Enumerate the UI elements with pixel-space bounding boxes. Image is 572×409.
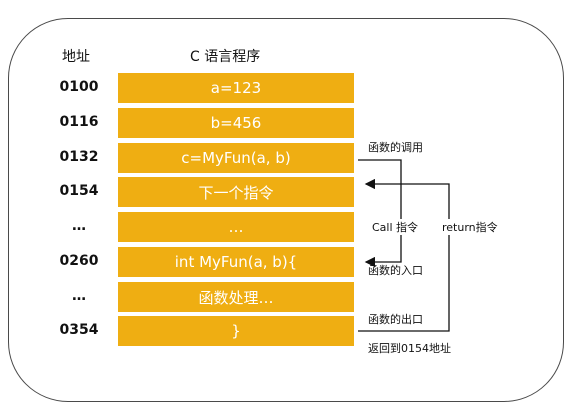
- code-cell: int MyFun(a, b){: [118, 247, 354, 277]
- call-site-note: 函数的调用: [368, 141, 423, 154]
- call-arrow: [358, 159, 402, 268]
- diagram-frame: [8, 18, 564, 402]
- code-cell: 下一个指令: [118, 177, 354, 207]
- return-instruction-note: return指令: [440, 219, 500, 235]
- code-cell: 函数处理…: [118, 282, 354, 312]
- exit-note: 函数的出口: [368, 313, 423, 326]
- address-label: 0100: [59, 79, 99, 95]
- address-label: …: [72, 288, 86, 304]
- code-cell: a=123: [118, 73, 354, 103]
- address-label: 0116: [59, 114, 99, 130]
- address-header: 地址: [62, 49, 90, 65]
- program-header: C 语言程序: [190, 49, 261, 65]
- code-cell: c=MyFun(a, b): [118, 143, 354, 173]
- address-label: 0132: [59, 149, 99, 165]
- address-label: 0260: [59, 253, 99, 269]
- code-cell: }: [118, 316, 354, 346]
- code-cell: …: [118, 212, 354, 242]
- code-cell: b=456: [118, 108, 354, 138]
- return-arrow: [358, 178, 450, 332]
- call-instruction-note: Call 指令: [370, 219, 421, 235]
- address-label: 0154: [59, 183, 99, 199]
- entry-note: 函数的入口: [368, 264, 423, 277]
- address-label: 0354: [59, 322, 99, 338]
- return-to-note: 返回到0154地址: [368, 342, 451, 355]
- address-label: …: [72, 218, 86, 234]
